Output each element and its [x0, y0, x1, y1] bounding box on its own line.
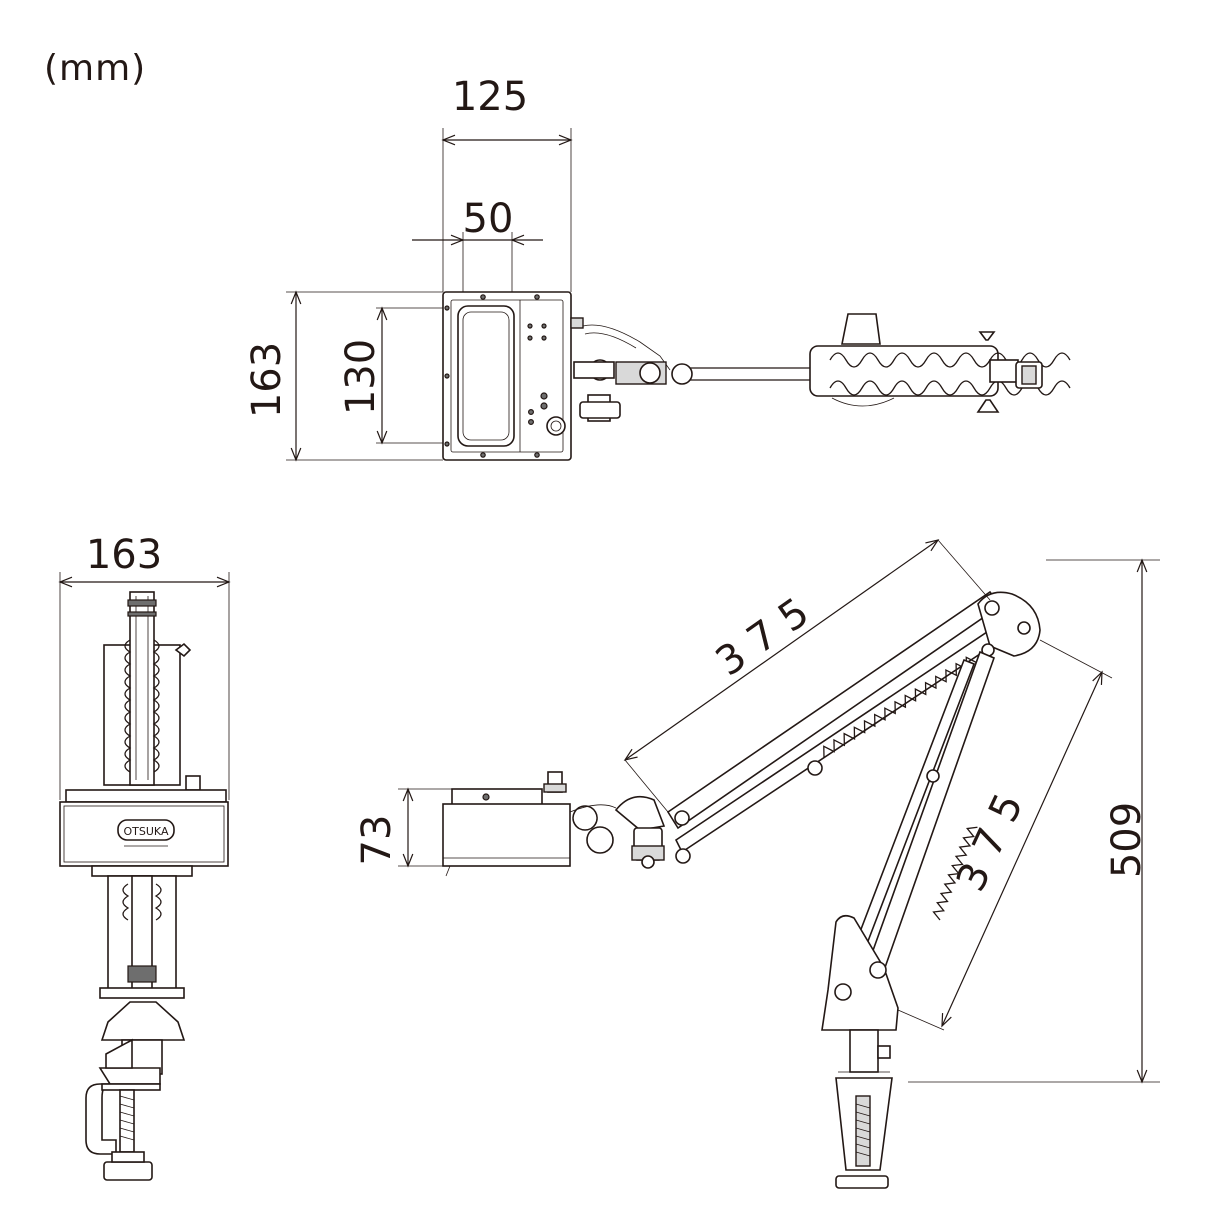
dim-head-height-73: 73	[354, 787, 414, 868]
dim-width-125: 125	[441, 74, 573, 146]
dim-width-50: 50	[412, 196, 543, 246]
svg-text:125: 125	[452, 74, 528, 120]
svg-text:50: 50	[463, 196, 514, 242]
svg-text:73: 73	[354, 815, 400, 866]
dim-height-163: 163	[244, 290, 302, 462]
svg-text:509: 509	[1104, 802, 1150, 878]
dim-total-height-509: 509	[1104, 558, 1150, 1084]
front-view: 163 OTSUKA	[58, 532, 231, 1181]
otsuka-logo: OTSUKA	[124, 825, 169, 838]
dim-upper-arm-375: 3 7 5	[623, 539, 940, 761]
dim-height-130: 130	[338, 306, 388, 445]
unit-label: (mm)	[44, 48, 147, 89]
svg-text:163: 163	[244, 342, 290, 418]
side-view: 73	[354, 539, 1160, 1189]
svg-text:3 7 5: 3 7 5	[948, 787, 1033, 899]
top-view: 125 50 163 130	[244, 74, 1071, 462]
arm-top	[573, 324, 840, 422]
lamp-head-top	[442, 291, 584, 461]
svg-text:3 7 5: 3 7 5	[708, 589, 818, 685]
svg-text:163: 163	[86, 532, 162, 578]
base-top	[809, 313, 1071, 413]
svg-text:130: 130	[338, 339, 384, 415]
dim-front-width-163: 163	[58, 532, 231, 588]
